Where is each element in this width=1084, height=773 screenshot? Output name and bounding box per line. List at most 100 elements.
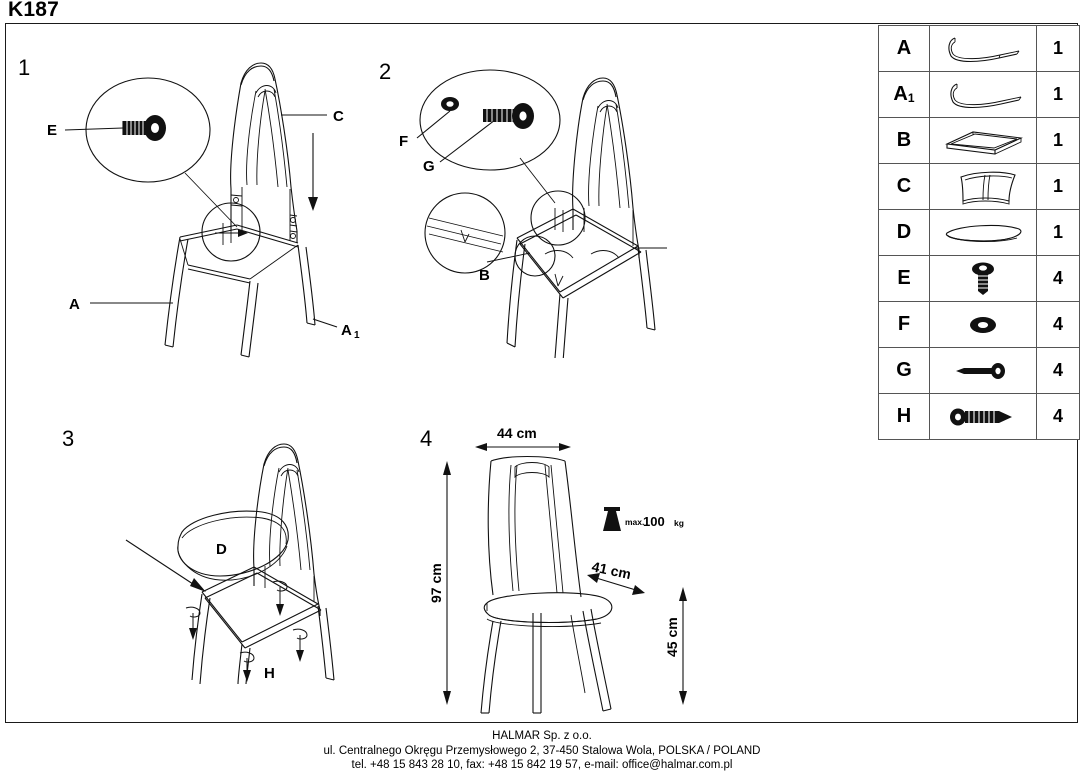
screw-direction-markers bbox=[185, 580, 308, 682]
label-C: C bbox=[333, 108, 344, 125]
footer: HALMAR Sp. z o.o. ul. Centralnego Okręgu… bbox=[0, 729, 1084, 773]
label-F: F bbox=[399, 133, 408, 150]
washer-detail-icon bbox=[441, 97, 459, 111]
part-image-cell bbox=[929, 163, 1037, 210]
bolt-icon bbox=[972, 262, 994, 295]
part-image-cell bbox=[929, 255, 1037, 302]
part-code-cell: F bbox=[878, 301, 930, 348]
max-load-prefix: max. bbox=[625, 517, 644, 527]
label-G: G bbox=[423, 158, 435, 175]
dimension-width: 44 cm bbox=[475, 425, 571, 451]
part-qty-cell: 1 bbox=[1036, 163, 1080, 210]
label-B: B bbox=[479, 267, 490, 284]
wood-screw-icon bbox=[950, 408, 1012, 425]
step-number-4: 4 bbox=[420, 426, 433, 451]
seat-frame-icon bbox=[945, 130, 1023, 155]
step-1-diagram: E bbox=[45, 55, 365, 358]
step-number-2: 2 bbox=[379, 59, 392, 84]
dimension-height-label: 97 cm bbox=[428, 563, 444, 603]
seat-cushion-part bbox=[177, 510, 289, 581]
part-code: E bbox=[897, 267, 911, 289]
part-image-cell bbox=[929, 71, 1037, 118]
part-image-cell bbox=[929, 25, 1037, 72]
table-row: C 1 bbox=[878, 163, 1080, 210]
washer-icon bbox=[970, 316, 996, 333]
table-row: G 4 bbox=[878, 347, 1080, 394]
parts-table-body: A 1 A1 bbox=[878, 25, 1080, 440]
table-row: A 1 bbox=[878, 25, 1080, 72]
chair-leg-frame-left-icon bbox=[948, 36, 1020, 62]
label-H: H bbox=[264, 665, 275, 682]
part-qty-cell: 1 bbox=[1036, 117, 1080, 164]
part-image-cell bbox=[929, 117, 1037, 164]
part-image-cell bbox=[929, 347, 1037, 394]
bolt-detail-icon bbox=[122, 115, 166, 141]
part-qty-cell: 4 bbox=[1036, 255, 1080, 302]
table-row: D 1 bbox=[878, 209, 1080, 256]
footer-company-name: HALMAR Sp. z o.o. bbox=[492, 730, 592, 742]
label-E: E bbox=[47, 122, 57, 139]
max-load-value: 100 bbox=[643, 514, 665, 529]
part-qty: 4 bbox=[1052, 406, 1063, 426]
label-A1-subscript: 1 bbox=[354, 330, 360, 341]
max-load-indicator: max. 100 kg bbox=[603, 507, 684, 531]
part-code: H bbox=[896, 405, 912, 427]
step-3-diagram: D bbox=[120, 440, 350, 684]
screw-detail-icon bbox=[483, 103, 534, 129]
detail-circle-B bbox=[424, 192, 506, 274]
chair-leg-frame-right-icon bbox=[950, 82, 1022, 108]
dimension-height: 97 cm bbox=[428, 461, 451, 705]
dimension-depth: 41 cm bbox=[587, 558, 645, 595]
dimension-seat-height: 45 cm bbox=[664, 587, 687, 705]
part-code-cell: A bbox=[878, 25, 930, 72]
part-code: A bbox=[896, 37, 912, 59]
parts-list-table: A 1 A1 bbox=[878, 25, 1080, 440]
step-number-1: 1 bbox=[18, 55, 31, 80]
part-code-cell: G bbox=[878, 347, 930, 394]
label-D: D bbox=[216, 541, 227, 558]
step-4-diagram: 44 cm 97 cm 41 cm 45 cm bbox=[425, 425, 705, 715]
part-code-cell: A1 bbox=[878, 71, 930, 118]
part-qty-cell: 4 bbox=[1036, 301, 1080, 348]
page-title: K187 bbox=[8, 0, 60, 21]
part-code-cell: D bbox=[878, 209, 930, 256]
part-image-cell bbox=[929, 209, 1037, 256]
max-load-unit: kg bbox=[674, 518, 684, 528]
part-code-cell: H bbox=[878, 393, 930, 440]
part-qty: 4 bbox=[1052, 360, 1063, 380]
label-A: A bbox=[69, 296, 80, 313]
part-code-cell: B bbox=[878, 117, 930, 164]
part-code: G bbox=[896, 359, 912, 381]
part-qty-cell: 4 bbox=[1036, 393, 1080, 440]
part-code-subscript: 1 bbox=[907, 91, 915, 105]
part-qty-cell: 4 bbox=[1036, 347, 1080, 394]
part-qty: 1 bbox=[1052, 38, 1063, 58]
part-qty: 1 bbox=[1052, 176, 1063, 196]
table-row: E 4 bbox=[878, 255, 1080, 302]
footer-address: ul. Centralnego Okręgu Przemysłowego 2, … bbox=[323, 744, 761, 757]
part-code: A bbox=[893, 83, 908, 105]
step-2-diagram: F G B bbox=[395, 58, 685, 358]
dimension-seat-height-label: 45 cm bbox=[664, 617, 680, 657]
machine-screw-icon bbox=[956, 362, 1005, 379]
part-qty: 4 bbox=[1052, 314, 1063, 334]
table-row: A1 1 bbox=[878, 71, 1080, 118]
weight-icon bbox=[603, 507, 621, 531]
step-number-3: 3 bbox=[62, 426, 75, 451]
table-row: H 4 bbox=[878, 393, 1080, 440]
part-qty: 1 bbox=[1052, 130, 1063, 150]
dimension-width-label: 44 cm bbox=[497, 425, 537, 441]
part-qty-cell: 1 bbox=[1036, 25, 1080, 72]
assembled-chair-front-view bbox=[480, 456, 613, 714]
part-code: C bbox=[896, 175, 912, 197]
part-image-cell bbox=[929, 393, 1037, 440]
table-row: B 1 bbox=[878, 117, 1080, 164]
part-code-cell: E bbox=[878, 255, 930, 302]
part-qty-cell: 1 bbox=[1036, 209, 1080, 256]
seat-cushion-icon bbox=[945, 224, 1022, 242]
part-code: D bbox=[896, 221, 912, 243]
table-row: F 4 bbox=[878, 301, 1080, 348]
part-code: B bbox=[896, 129, 912, 151]
label-A1: A bbox=[341, 322, 352, 339]
